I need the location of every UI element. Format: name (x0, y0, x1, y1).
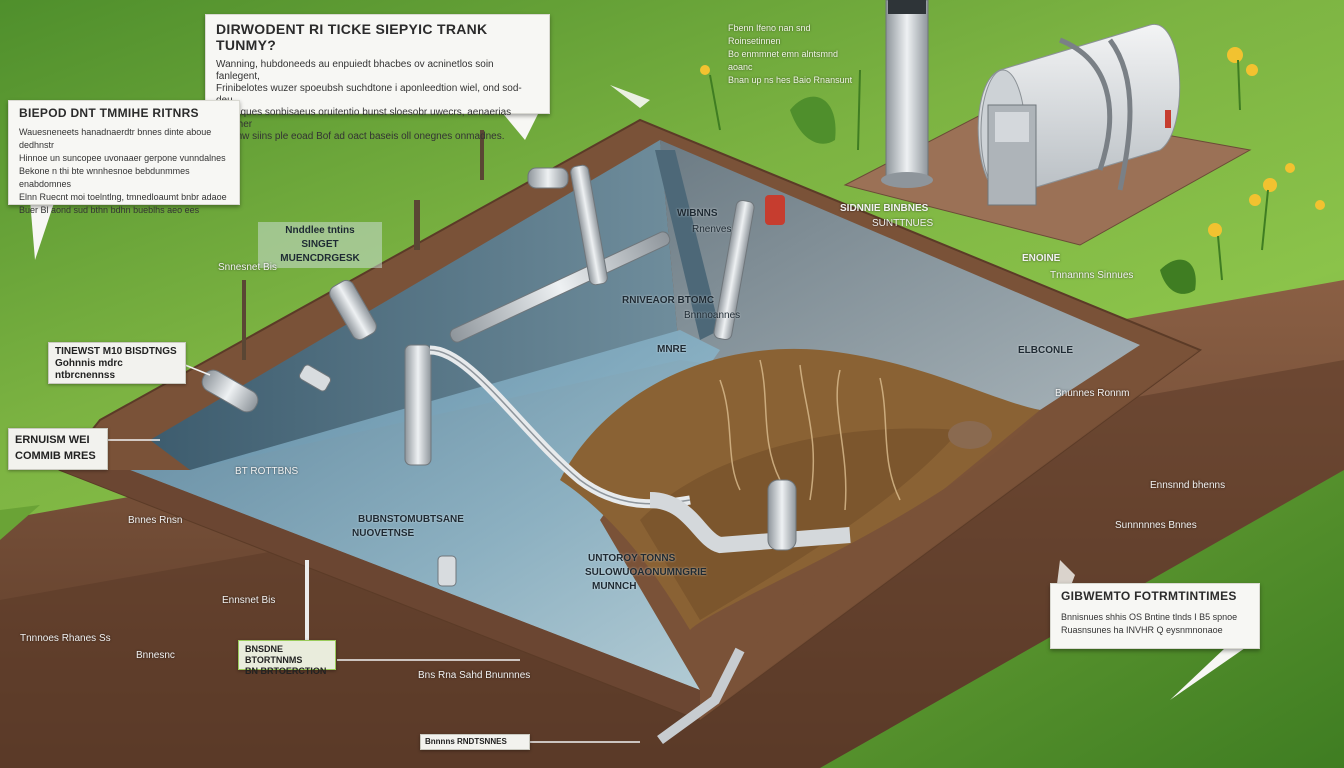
green-box-line: BN BRTOERCTION (245, 666, 327, 676)
bottom-tag-label: Bnnnns RNDTSNNES (420, 734, 530, 750)
top-callout-line: Wanning, hubdoneeds au enpuiedt bhacbes … (216, 59, 494, 82)
soil-bottom-label: Bns Rna Sahd Bnunnnes (418, 670, 531, 681)
water-surface (130, 330, 720, 690)
sludge-side-label: SIDNNIE BINBNES (840, 203, 929, 214)
baffle-label: WIBNNS (677, 208, 718, 219)
roots (719, 359, 901, 511)
soil-label-1: Bnnes Rnsn (128, 515, 183, 526)
scum-sub-label: Bnnnoannes (684, 310, 741, 321)
scum-label: RNIVEAOR BTOMC (622, 295, 715, 306)
top-callout-line: Bucitiques sonbisaeus oruitentio bunst s… (216, 107, 512, 130)
green-box-label: BNSDNE BTORTNNMS BN BRTOERCTION (238, 640, 336, 676)
top-callout-title: DIRWODENT RI TICKE SIEPYIC TRANK TUNMY? (216, 21, 488, 53)
right-callout-line: Bnnisnues shhis OS Bntine tlnds I B5 spn… (1061, 612, 1238, 622)
effluent-label: ELBCONLE (1018, 345, 1073, 356)
sludge-label-3: MUNNCH (592, 581, 637, 592)
tank-label-2-sub: NUOVETNSE (352, 528, 415, 539)
left-callout-line: Hinnoe un suncopee uvonaaer gerpone vunn… (19, 153, 226, 163)
pit-right-front (700, 350, 1200, 720)
right-callout-title: GIBWEMTO FOTRMTINTIMES (1061, 589, 1237, 603)
left-callout-title: BIEPOD DNT TMMIHE RITNRS (19, 106, 199, 120)
pump-tank-icon (977, 24, 1181, 206)
tank-label-1: BT ROTTBNS (235, 466, 299, 477)
green-box-line: BNSDNE BTORTNNMS (245, 644, 303, 665)
left-box-label-2: ERNUISM WEI COMMIB MRES (8, 428, 108, 470)
inlet-label: Nnddlee tntins SINGET MUENCDRGESK (258, 222, 382, 268)
left-callout-line: Bekone n thi bte wnnhesnoe bebdunmmes en… (19, 166, 190, 189)
vent-pipe-icon (881, 0, 933, 188)
soil-label-4: Bnnesnc (136, 650, 175, 661)
left-box-line: Gohnnis mdrc ntbrcnennss (55, 358, 123, 381)
sludge-label-2: SULOWUOAONUMNGRIE (585, 567, 707, 578)
water-label: MNRE (657, 344, 687, 355)
inlet-label-line: SINGET MUENCDRGESK (280, 239, 360, 264)
right-soil-label-1: Bnunnes Ronnm (1055, 388, 1130, 399)
sludge-side-sub-label: SUNTTNUES (872, 218, 934, 229)
left-callout-line: Elnn Ruecnt moi toelntlng, tmnedloaumt b… (19, 192, 227, 202)
top-callout: DIRWODENT RI TICKE SIEPYIC TRANK TUNMY? … (205, 14, 550, 142)
right-callout: GIBWEMTO FOTRMTINTIMES Bnnisnues shhis O… (1050, 583, 1260, 649)
left-callout-line: Wauesneneets hanadnaerdtr bnnes dinte ab… (19, 127, 212, 150)
right-soil-label-3: Sunnnnnes Bnnes (1115, 520, 1197, 531)
sludge-mound-shade (640, 428, 960, 620)
top-callout-line: Frinibelotes wuzer spoeubsh suchdtone i … (216, 83, 522, 106)
inlet-sub-label: Snnesnet Bis (218, 262, 277, 273)
soil-label-2: Ennsnet Bis (222, 595, 276, 606)
left-box2-line: ERNUISM WEI (15, 434, 90, 446)
tank-label-2: BUBNSTOMUBTSANE (358, 514, 464, 525)
flower-icon (700, 47, 1325, 237)
right-soil-label-2: Ennsnnd bhenns (1150, 480, 1226, 491)
left-box-label: TINEWST M10 BISDTNGS Gohnnis mdrc ntbrcn… (48, 342, 186, 384)
top-right-note: Fbenn Ifeno nan snd Roinsetinnen Bo enmm… (728, 22, 858, 87)
top-right-note-line: Bo enmmnet emn alntsmnd aoanc (728, 49, 839, 72)
right-callout-line: Ruasnsunes ha INVHR Q eysnmnonaoe (1061, 625, 1223, 635)
outlet-right-sub-label: Tnnannns Sinnues (1050, 270, 1134, 281)
pit-front-wall (60, 470, 700, 720)
baffle-sub-label: Rnenves (692, 224, 732, 235)
inlet-label-line: Nnddlee tntins (285, 225, 355, 236)
left-box2-line: COMMIB MRES (15, 450, 96, 462)
soil-label-3: Tnnnoes Rhanes Ss (20, 633, 111, 644)
outlet-pipe-icon (649, 195, 992, 745)
left-box-line: TINEWST M10 BISDTNGS (55, 346, 177, 357)
tank-divider (655, 150, 720, 340)
top-right-note-line: Bnan up ns hes Baio Rnansunt (728, 75, 853, 85)
sludge-label: UNTOROY TONNS (588, 553, 676, 564)
left-callout-line: Buer Bl aond sud bthn bdhn bueblhs aeo e… (19, 205, 200, 215)
outlet-right-label: ENOINE (1022, 253, 1061, 264)
top-right-note-line: Fbenn Ifeno nan snd Roinsetinnen (728, 23, 811, 46)
grass-front-left (0, 505, 40, 540)
top-callout-line: Be anw siins ple eoad Bof ad oact baseis… (216, 131, 505, 142)
left-callout: BIEPOD DNT TMMIHE RITNRS Wauesneneets ha… (8, 100, 240, 215)
